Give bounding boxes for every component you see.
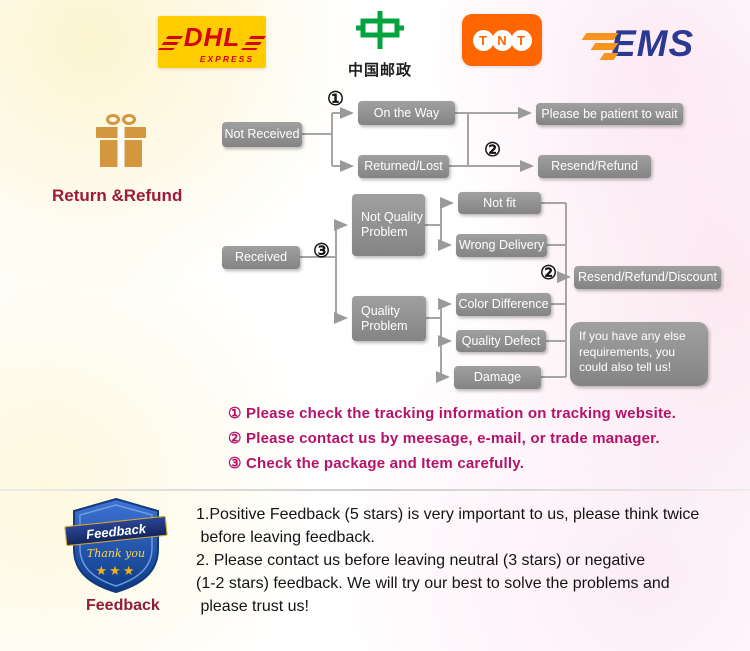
flow-node-on-the-way: On the Way — [358, 101, 455, 125]
flow-node-resend-refund-discount: Resend/Refund/Discount — [574, 266, 721, 289]
section-title-return-refund: Return &Refund — [52, 186, 183, 205]
flow-node-returned-lost: Returned/Lost — [358, 155, 449, 178]
section-divider — [0, 489, 750, 491]
feedback-line-4: (1-2 stars) feedback. We will try our be… — [196, 575, 670, 592]
flow-node-not-quality-problem: Not Quality Problem — [352, 194, 425, 256]
tnt-logo: T N T — [462, 14, 542, 66]
feedback-text: 1.Positive Feedback (5 stars) is very im… — [196, 503, 736, 618]
shield-icon — [73, 497, 159, 594]
dhl-logo: DHL EXPRESS — [158, 16, 266, 68]
feedback-line-3: 2. Please contact us before leaving neut… — [196, 552, 646, 569]
flow-node-quality-defect: Quality Defect — [456, 330, 546, 352]
flow-node-be-patient: Please be patient to wait — [536, 103, 683, 125]
flow-node-wrong-delivery: Wrong Delivery — [456, 234, 547, 257]
flow-node-damage: Damage — [454, 366, 541, 389]
legend-item-1: ① Please check the tracking information … — [228, 405, 677, 422]
flow-node-not-fit: Not fit — [458, 192, 541, 214]
gift-icon — [94, 114, 148, 170]
feedback-line-2: before leaving feedback. — [196, 529, 375, 546]
tnt-letter: T — [510, 29, 532, 51]
stars-icon: ★★★ — [95, 563, 137, 578]
ems-logo-text: EMS — [611, 23, 695, 64]
dhl-logo-text: DHL — [183, 22, 241, 52]
china-post-emblem-icon — [356, 11, 404, 49]
flow-note: If you have any else requirements, you c… — [570, 322, 708, 386]
flow-node-quality-problem: Quality Problem — [352, 296, 426, 341]
flow-node-resend-refund: Resend/Refund — [538, 155, 651, 178]
marker-3: ③ — [313, 241, 331, 262]
legend: ① Please check the tracking information … — [228, 404, 676, 479]
flow-node-color-difference: Color Difference — [456, 293, 551, 316]
tnt-letter: N — [491, 29, 513, 51]
china-post-caption: 中国邮政 — [347, 62, 412, 79]
feedback-line-1: 1.Positive Feedback (5 stars) is very im… — [196, 506, 700, 523]
china-post-logo: 中国邮政 — [338, 8, 422, 84]
flow-node-received: Received — [222, 246, 300, 269]
marker-2: ② — [484, 140, 502, 161]
marker-2: ② — [540, 263, 558, 284]
marker-1: ① — [327, 89, 345, 110]
ems-logo: EMS — [581, 22, 724, 66]
feedback-line-5: please trust us! — [196, 598, 309, 615]
dhl-express-text: EXPRESS — [199, 54, 254, 64]
legend-item-2: ② Please contact us by meesage, e-mail, … — [228, 430, 660, 447]
legend-item-3: ③ Check the package and Item carefully. — [228, 455, 525, 472]
tnt-letter: T — [472, 29, 494, 51]
feedback-badge: Feedback Thank you ★★★ — [64, 497, 168, 594]
badge-script-text: Thank you — [86, 547, 146, 560]
feedback-section-title: Feedback — [86, 597, 160, 614]
flow-node-not-received: Not Received — [222, 122, 302, 147]
